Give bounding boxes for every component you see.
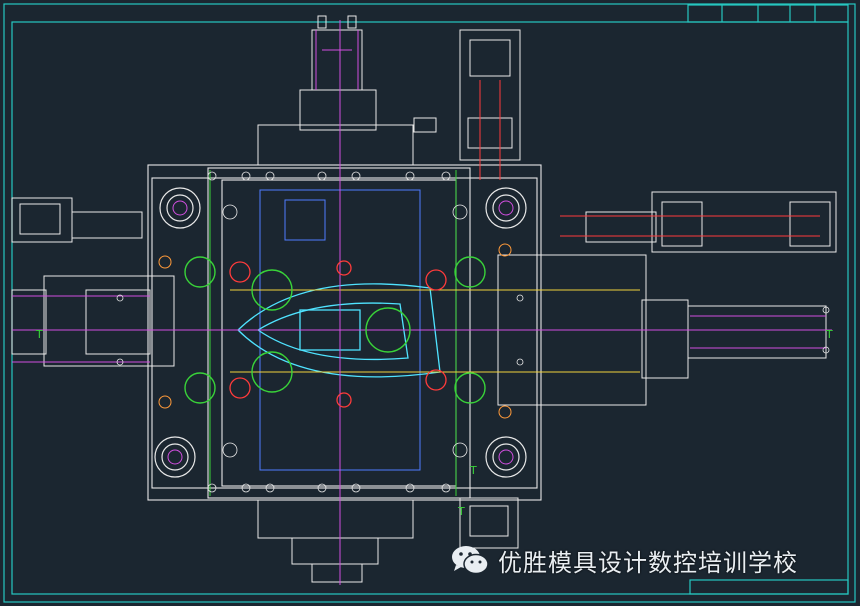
top-right-actuator: [413, 29, 521, 161]
section-marks: T T T T: [35, 328, 833, 518]
left-cylinder: [11, 197, 175, 367]
mold-base: [147, 164, 542, 501]
drawing-frame: [3, 3, 856, 603]
fittings: [229, 260, 447, 408]
section-mark-bottom: T: [469, 464, 477, 477]
screw-holes: [116, 171, 830, 493]
section-mark-left: T: [35, 328, 43, 341]
bottom-right-actuator: [459, 497, 519, 549]
watermark: 优胜模具设计数控培训学校: [450, 540, 798, 580]
section-mark-bottom-right: T: [457, 505, 465, 518]
section-mark-right: T: [825, 328, 833, 341]
slide-circles: [184, 256, 486, 404]
wechat-icon: [452, 546, 489, 575]
guide-bushings: [154, 187, 527, 478]
watermark-text: 优胜模具设计数控培训学校: [498, 548, 798, 577]
